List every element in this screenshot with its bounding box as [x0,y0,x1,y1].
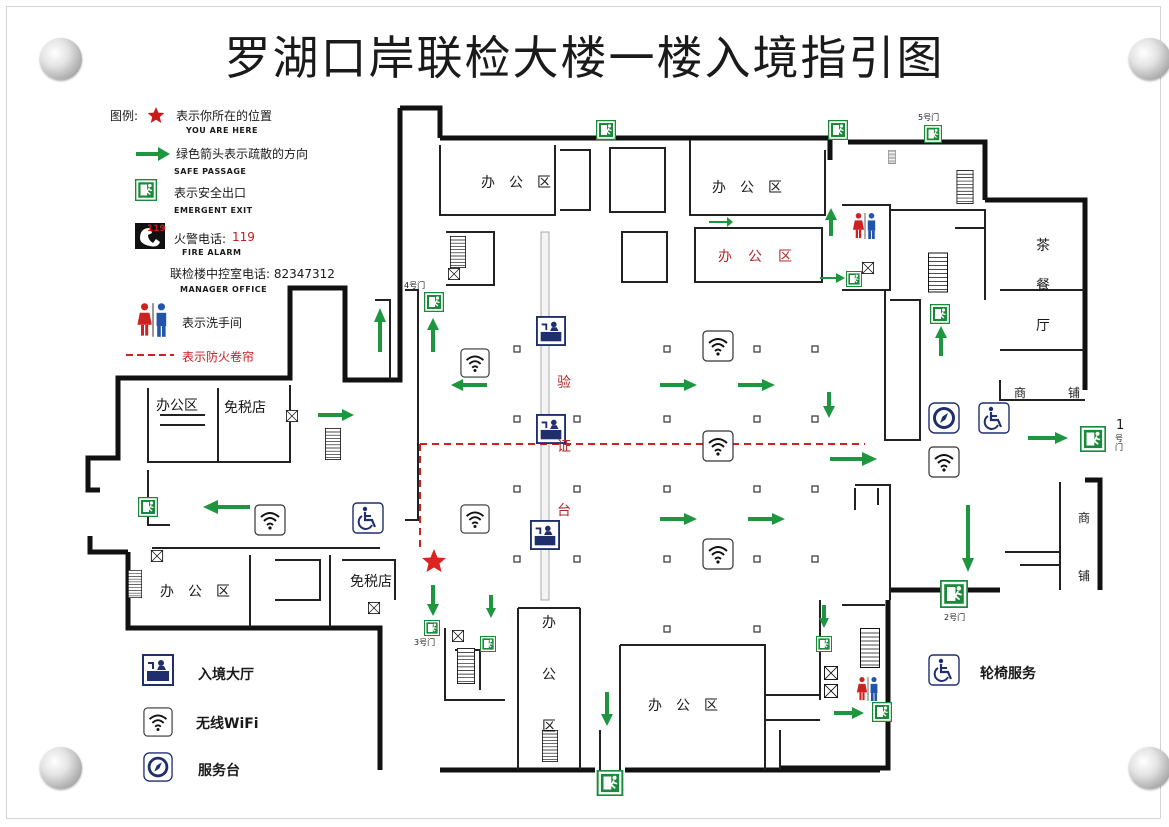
zone-duty-free-left: 免税店 [224,400,266,416]
zone-office-top-mid: 办公区 [712,180,796,196]
door-1-label: 号门 [1115,434,1123,452]
door-4-label: 4号门 [404,281,426,290]
legend-exit-cn: 表示安全出口 [174,186,247,200]
legend-service-label: 服务台 [198,763,240,779]
legend-manager-cn: 联检楼中控室电话: 82347312 [170,267,335,281]
legend-hall-label: 入境大厅 [198,667,254,683]
wheelchair-icon-map-left [352,502,384,534]
wheelchair-icon-map-right [978,402,1010,434]
restroom-icon-top [852,213,876,239]
screw-top-left [40,38,82,80]
legend-restroom-icon [137,303,167,337]
screw-bottom-left [40,747,82,789]
legend-exit-en: EMERGENT EXIT [174,206,253,215]
legend-wifi-label: 无线WiFi [196,716,259,732]
door-5-label: 5号门 [918,113,940,122]
zone-office-left: 办公区 [156,398,198,414]
zone-shop-char-2: 铺 [1068,386,1081,400]
screw-bottom-right [1129,747,1169,789]
fire-shutter-lines [419,443,865,550]
zone-tea-restaurant-vertical: 茶餐厅 [1036,238,1050,334]
evacuation-arrows [203,208,1068,726]
legend-fire-cn: 火警电话: [174,232,227,246]
door-2-label: 2号门 [944,613,966,622]
legend-wheelchair-label: 轮椅服务 [980,666,1036,682]
zone-shop-vertical: 商铺 [1077,511,1090,583]
legend-star-icon [147,107,165,123]
legend-green-arrow-icon [136,147,170,161]
legend-fire-number: 119 [232,230,255,244]
legend-label: 图例: [110,109,139,123]
zone-office-bottom-left: 办公区 [160,584,244,600]
legend-shutter-cn: 表示防火卷帘 [182,350,255,364]
door-3-label: 3号门 [414,638,436,647]
service-desk-icon-map [928,402,960,434]
zone-office-inner: 办公区 [718,249,808,265]
page-title: 罗湖口岸联检大楼一楼入境指引图 [224,31,945,85]
legend-restroom-cn: 表示洗手间 [182,316,243,330]
legend-fire-en: FIRE ALARM [182,248,242,257]
legend-fire-icon-number: 119 [147,224,166,234]
zone-verify-desk-vertical: 验证台 [557,375,571,519]
zone-shop-char-1: 商 [1014,386,1027,400]
legend-safe-passage-en: SAFE PASSAGE [174,167,247,176]
zone-office-bottom-vertical: 办公区 [542,615,556,735]
zone-office-bottom: 办公区 [648,698,732,714]
legend-you-are-here-cn: 表示你所在的位置 [176,109,273,123]
legend-you-are-here-en: YOU ARE HERE [186,126,258,135]
door-1-number: 1 [1116,418,1125,433]
zone-duty-free-bottom: 免税店 [350,574,392,590]
legend-hall-icon [142,654,174,686]
screw-top-right [1129,38,1169,80]
columns [513,345,819,633]
legend-service-icon [143,752,173,782]
you-are-here-star [422,549,446,572]
restroom-icon-bottom [856,677,878,701]
legend-manager-en: MANAGER OFFICE [180,285,268,294]
legend-wheelchair-icon [928,654,960,686]
legend-wifi-icon [143,707,173,737]
sign-border [6,6,1161,819]
zone-office-top-left: 办公区 [481,175,565,191]
legend-safe-passage-cn: 绿色箭头表示疏散的方向 [176,147,309,161]
